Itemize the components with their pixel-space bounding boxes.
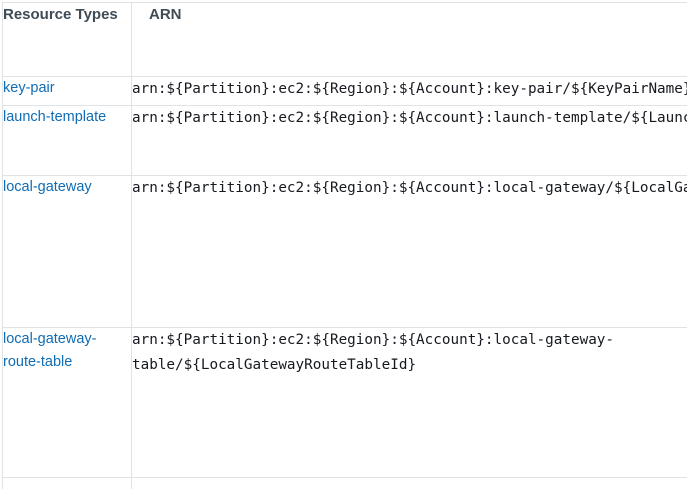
resource-type-cell	[2, 477, 132, 489]
resource-type-link-local-gateway[interactable]: local-gateway	[3, 179, 92, 195]
column-header-arn: ARN	[131, 2, 687, 77]
arn-cell: arn:${Partition}:ec2:${Region}:${Account…	[131, 76, 687, 106]
resource-type-cell: launch-template	[2, 105, 132, 176]
arn-value: arn:${Partition}:ec2:${Region}:${Account…	[132, 180, 687, 196]
arn-cell	[131, 477, 687, 489]
table-row: local-gateway arn:${Partition}:ec2:${Reg…	[2, 175, 687, 328]
table-header: Resource Types ARN	[2, 2, 687, 77]
table-header-row: Resource Types ARN	[2, 2, 687, 77]
arn-cell: arn:${Partition}:ec2:${Region}:${Account…	[131, 105, 687, 176]
table-row: launch-template arn:${Partition}:ec2:${R…	[2, 105, 687, 176]
arn-cell: arn:${Partition}:ec2:${Region}:${Account…	[131, 327, 687, 478]
arn-value: arn:${Partition}:ec2:${Region}:${Account…	[132, 81, 687, 97]
resource-type-cell: local-gateway	[2, 175, 132, 328]
column-header-resource-types: Resource Types	[2, 2, 132, 77]
table-row	[2, 477, 687, 489]
resource-type-cell: local-gateway-route-table	[2, 327, 132, 478]
table-row: key-pair arn:${Partition}:ec2:${Region}:…	[2, 76, 687, 106]
arn-value: arn:${Partition}:ec2:${Region}:${Account…	[132, 332, 615, 373]
resource-type-link-local-gateway-route-table[interactable]: local-gateway-route-table	[3, 331, 97, 370]
resource-type-link-key-pair[interactable]: key-pair	[3, 80, 55, 96]
table-row: local-gateway-route-table arn:${Partitio…	[2, 327, 687, 478]
table-body: key-pair arn:${Partition}:ec2:${Region}:…	[2, 76, 687, 489]
arn-cell: arn:${Partition}:ec2:${Region}:${Account…	[131, 175, 687, 328]
arn-value: arn:${Partition}:ec2:${Region}:${Account…	[132, 110, 687, 126]
resource-type-link-launch-template[interactable]: launch-template	[3, 109, 107, 125]
resource-type-cell: key-pair	[2, 76, 132, 106]
